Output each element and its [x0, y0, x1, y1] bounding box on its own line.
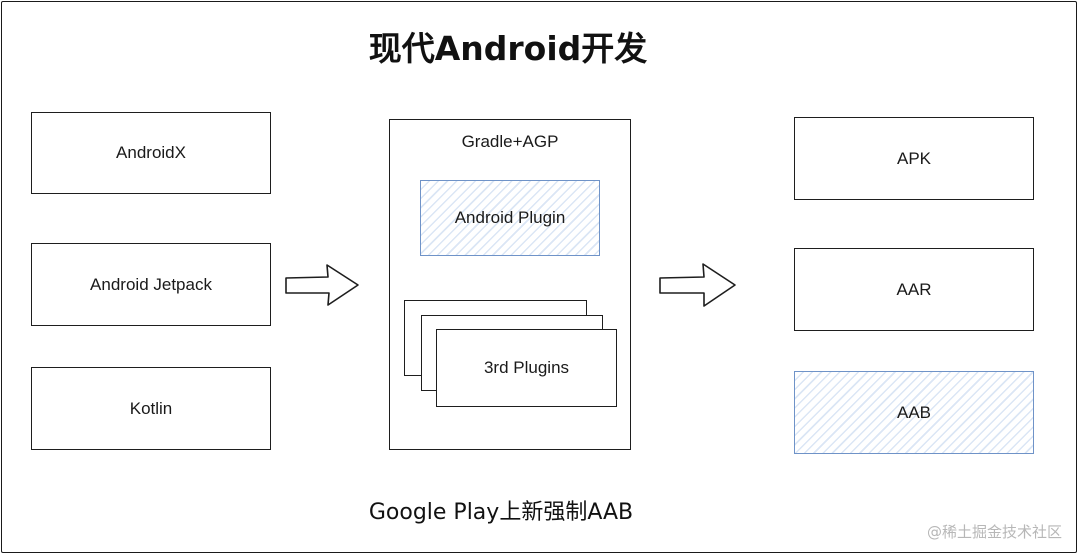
- input-label: Android Jetpack: [90, 274, 212, 294]
- third-party-plugins-box: 3rd Plugins: [436, 329, 617, 407]
- plugin-label: Android Plugin: [454, 208, 566, 227]
- input-box-androidx: AndroidX: [31, 112, 271, 194]
- build-label: Gradle+AGP: [461, 132, 559, 151]
- output-label: AAB: [896, 402, 932, 422]
- right-arrow-icon: [285, 264, 359, 306]
- output-box-apk: APK: [794, 117, 1034, 200]
- watermark: @稀土掘金技术社区: [926, 523, 1062, 541]
- output-box-aar: AAR: [794, 248, 1034, 331]
- diagram-title: 现代Android开发: [368, 29, 648, 68]
- output-box-aab: AAB: [794, 371, 1034, 454]
- input-box-android-jetpack: Android Jetpack: [31, 243, 271, 326]
- output-label: APK: [896, 148, 932, 168]
- third-party-label: 3rd Plugins: [483, 358, 570, 377]
- caption: Google Play上新强制AAB: [368, 500, 634, 525]
- android-plugin-box: Android Plugin: [420, 180, 600, 256]
- input-label: Kotlin: [129, 398, 173, 418]
- input-box-kotlin: Kotlin: [31, 367, 271, 450]
- input-label: AndroidX: [116, 143, 186, 162]
- output-label: AAR: [896, 279, 932, 299]
- right-arrow-icon: [659, 263, 736, 307]
